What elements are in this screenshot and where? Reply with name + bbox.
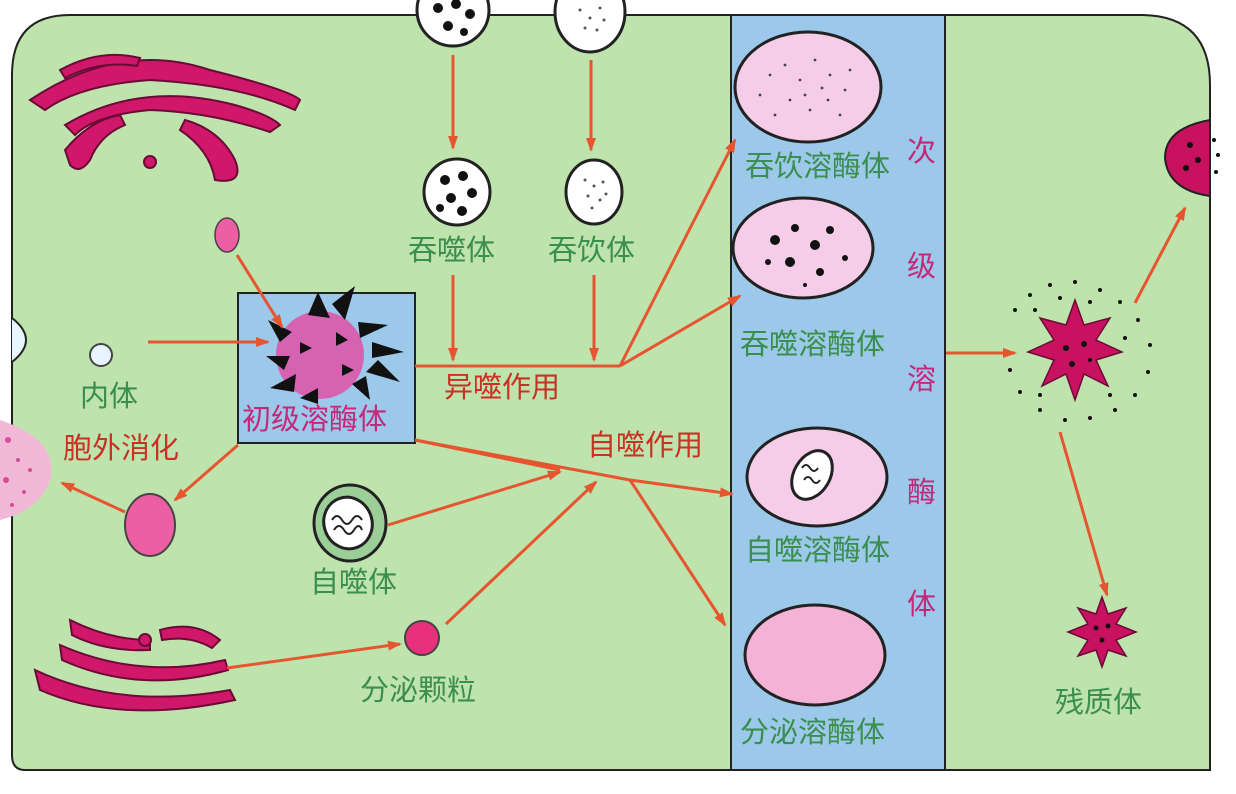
residual-body-release: [1008, 280, 1152, 422]
label-secretory-granule: 分泌颗粒: [360, 673, 477, 707]
label-heterophagy: 异噬作用: [444, 370, 561, 404]
incoming-phagosome-top: [415, 0, 491, 48]
label-endosome: 内体: [80, 379, 139, 413]
label-primary-lysosome: 初级溶酶体: [242, 402, 388, 436]
exocytosis-spray: [0, 420, 52, 520]
label-secondary-char-3: 溶: [907, 362, 937, 396]
arrow-golgi-to-granule: [226, 640, 402, 670]
exocytic-vesicle: [124, 493, 176, 557]
exocytosed-residual-body: [1163, 118, 1220, 198]
pinosome: [564, 158, 624, 226]
label-phagolysosome: 吞噬溶酶体: [740, 327, 886, 361]
autophagosome: [312, 483, 388, 563]
arrow-autophagosome-in: [387, 470, 562, 527]
label-secondary-char-1: 次: [907, 134, 937, 168]
label-autophagolysosome: 自噬溶酶体: [745, 533, 891, 567]
label-phagosome: 吞噬体: [408, 233, 496, 267]
label-autophagy: 自噬作用: [587, 428, 704, 462]
label-secretory-lysosome: 分泌溶酶体: [740, 715, 886, 749]
residual-body: [1065, 594, 1139, 670]
arrow-exocytosis: [60, 481, 126, 514]
membrane-notch: [11, 317, 27, 363]
arrows: [60, 55, 1187, 670]
arrow-to-pinocytic-lysosome: [618, 138, 737, 367]
label-autophagosome: 自噬体: [310, 565, 398, 599]
phagolysosome: [731, 196, 875, 300]
label-secondary-char-5: 体: [907, 587, 937, 621]
arrow-to-autophagolysosome: [629, 478, 734, 498]
arrow-to-exocytic-vesicle: [173, 443, 239, 502]
label-secondary-char-2: 级: [907, 249, 937, 283]
golgi-apparatus-top: [28, 53, 302, 182]
label-secondary-char-4: 酶: [907, 475, 937, 509]
label-pinosome: 吞饮体: [548, 233, 636, 267]
arrow-residual-body: [1058, 431, 1109, 597]
secretory-granule: [404, 620, 440, 656]
autophagolysosome: [745, 426, 889, 528]
incoming-pinosome-top: [553, 0, 627, 54]
label-exocytic-digestion: 胞外消化: [63, 431, 180, 465]
arrow-autophagy-main: [414, 438, 631, 482]
pinocytic-lysosome: [733, 30, 883, 144]
arrow-residual-exocytosis: [1133, 206, 1187, 304]
arrow-to-phagolysosome: [619, 294, 742, 368]
pink-vesicle-upper: [214, 217, 240, 253]
endosome: [89, 343, 113, 367]
label-residual-body: 残质体: [1055, 685, 1143, 719]
arrow-pink-vesicle-in: [235, 254, 284, 329]
phagosome: [422, 157, 492, 227]
golgi-apparatus-bottom: [33, 618, 237, 712]
arrow-secretory-granule-in: [444, 480, 598, 626]
arrow-to-secretory-lysosome: [628, 479, 727, 627]
label-pinocytic-lysosome: 吞饮溶酶体: [745, 149, 891, 183]
primary-lysosome: [266, 286, 404, 404]
secretory-lysosome: [743, 603, 887, 707]
